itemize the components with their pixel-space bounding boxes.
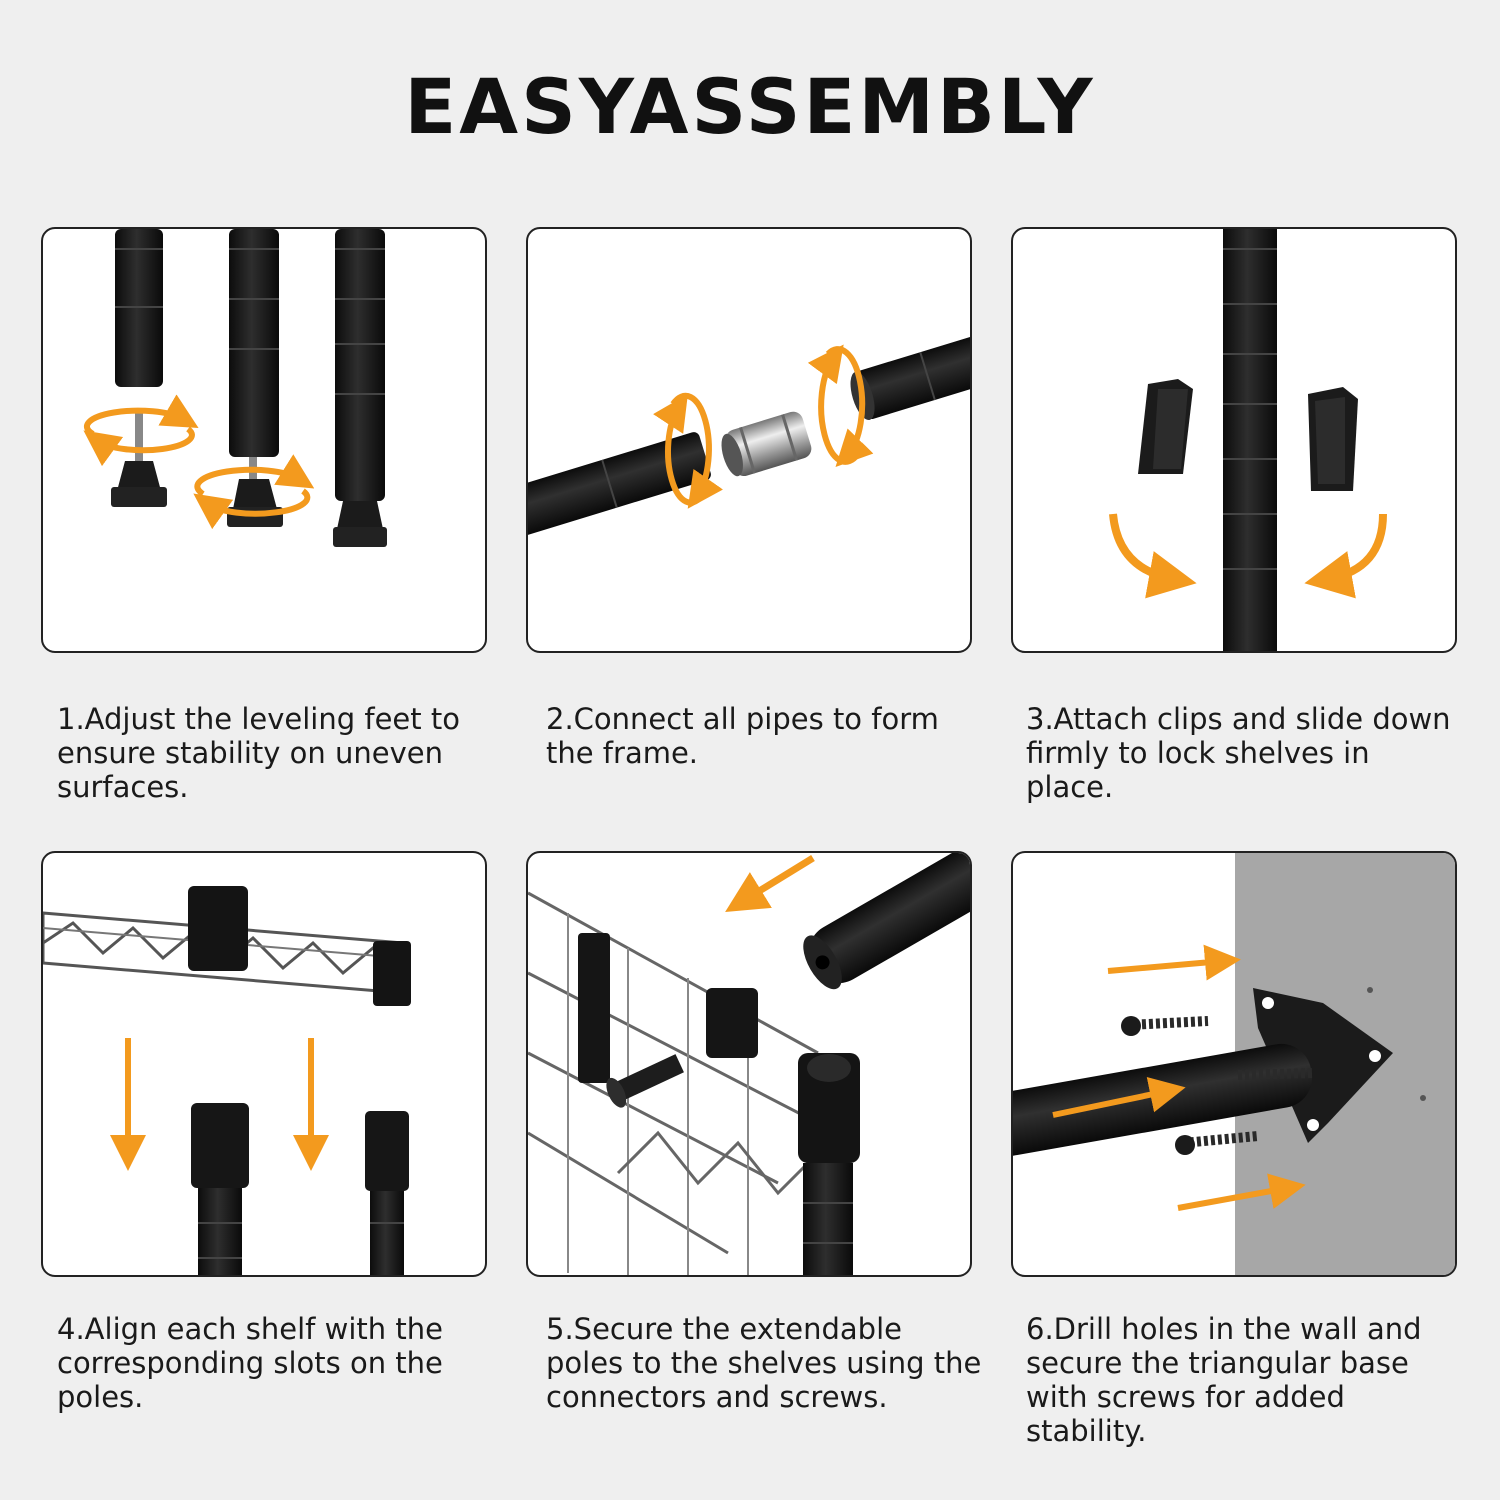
step-2-caption: 2.Connect all pipes to form the frame. <box>546 702 939 770</box>
step-1-caption: 1.Adjust the leveling feet to ensure sta… <box>57 702 460 804</box>
step-4-caption: 4.Align each shelf with the correspondin… <box>57 1312 443 1414</box>
step-5-caption: 5.Secure the extendable poles to the she… <box>546 1312 982 1414</box>
page-title: EASYASSEMBLY <box>404 62 1096 151</box>
step-4-illustration <box>41 851 487 1277</box>
step-1-illustration <box>41 227 487 653</box>
step-3-illustration <box>1011 227 1457 653</box>
step-5-illustration <box>526 851 972 1277</box>
step-6-illustration <box>1011 851 1457 1277</box>
step-2-illustration <box>526 227 972 653</box>
step-3-caption: 3.Attach clips and slide down firmly to … <box>1026 702 1451 804</box>
step-6-caption: 6.Drill holes in the wall and secure the… <box>1026 1312 1422 1448</box>
